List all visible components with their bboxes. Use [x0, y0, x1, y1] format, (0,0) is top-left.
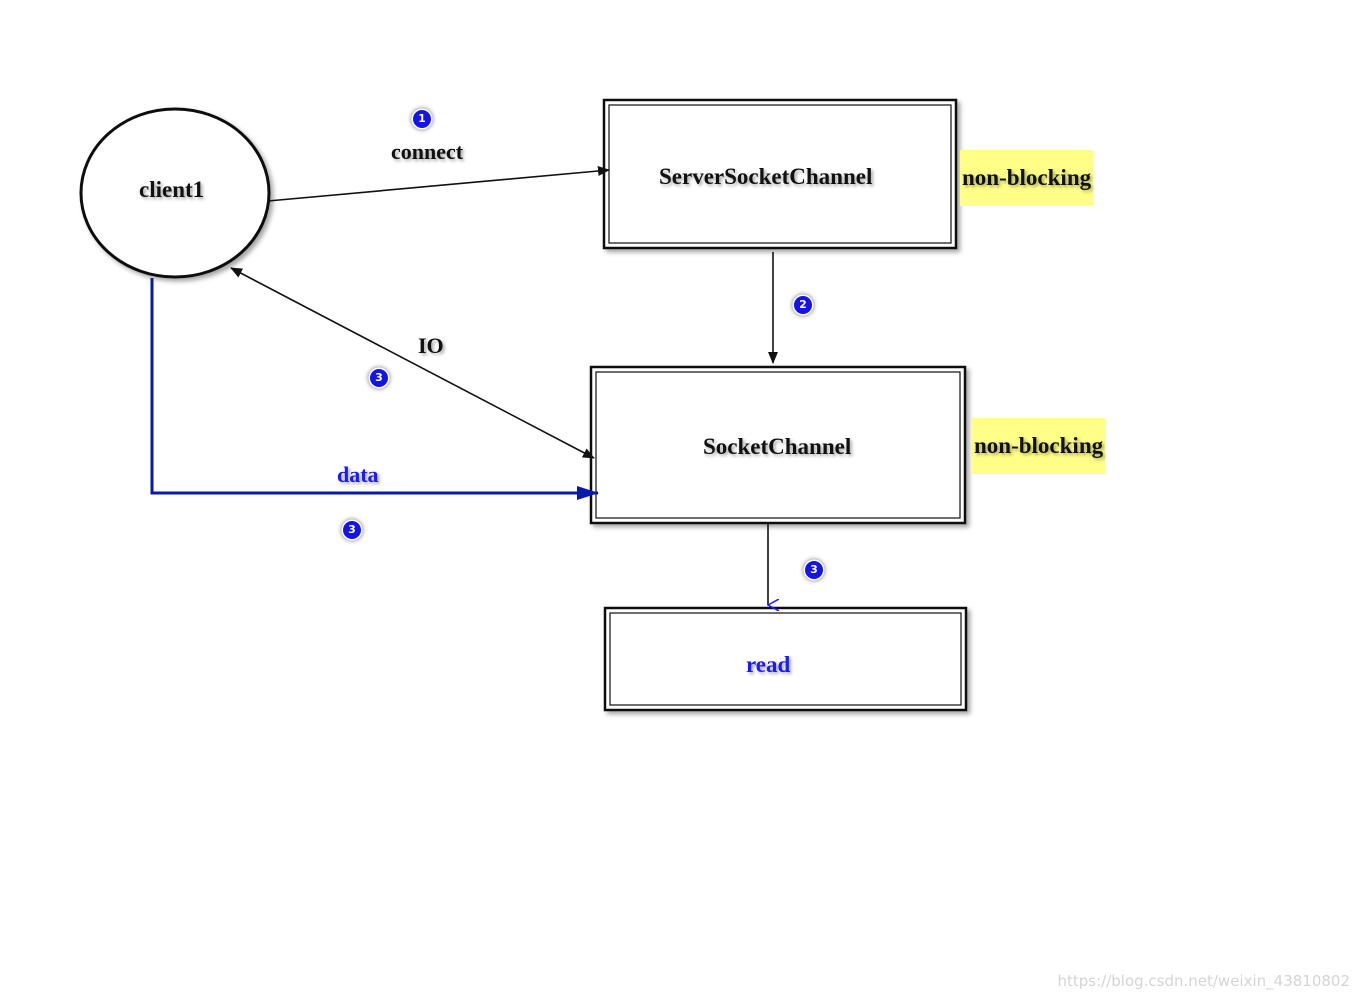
server-socket-channel-box	[602, 98, 958, 250]
read-box	[603, 606, 968, 712]
read-label: read	[746, 652, 791, 677]
socket-channel-label: SocketChannel	[703, 434, 852, 459]
client-node	[79, 107, 271, 279]
watermark: https://blog.csdn.net/weixin_43810802	[1057, 972, 1350, 990]
data-arrow	[150, 278, 599, 500]
io-arrow	[230, 267, 595, 459]
connect-arrow	[267, 166, 610, 202]
io-label: IO	[418, 333, 444, 358]
step-badge-io: 3	[370, 369, 388, 387]
step-badge-connect: 1	[413, 110, 431, 128]
socket-channel-box	[589, 365, 967, 525]
step-badge-accept: 2	[794, 296, 812, 314]
step-badge-read: 3	[805, 561, 823, 579]
server-socket-channel-label: ServerSocketChannel	[659, 164, 873, 189]
server-non-blocking-badge: non-blocking	[960, 150, 1094, 206]
step-badge-data: 3	[343, 521, 361, 539]
client-label: client1	[139, 177, 205, 202]
connect-label: connect	[391, 139, 464, 164]
socket-non-blocking-badge: non-blocking	[972, 418, 1106, 474]
data-label: data	[337, 462, 379, 487]
